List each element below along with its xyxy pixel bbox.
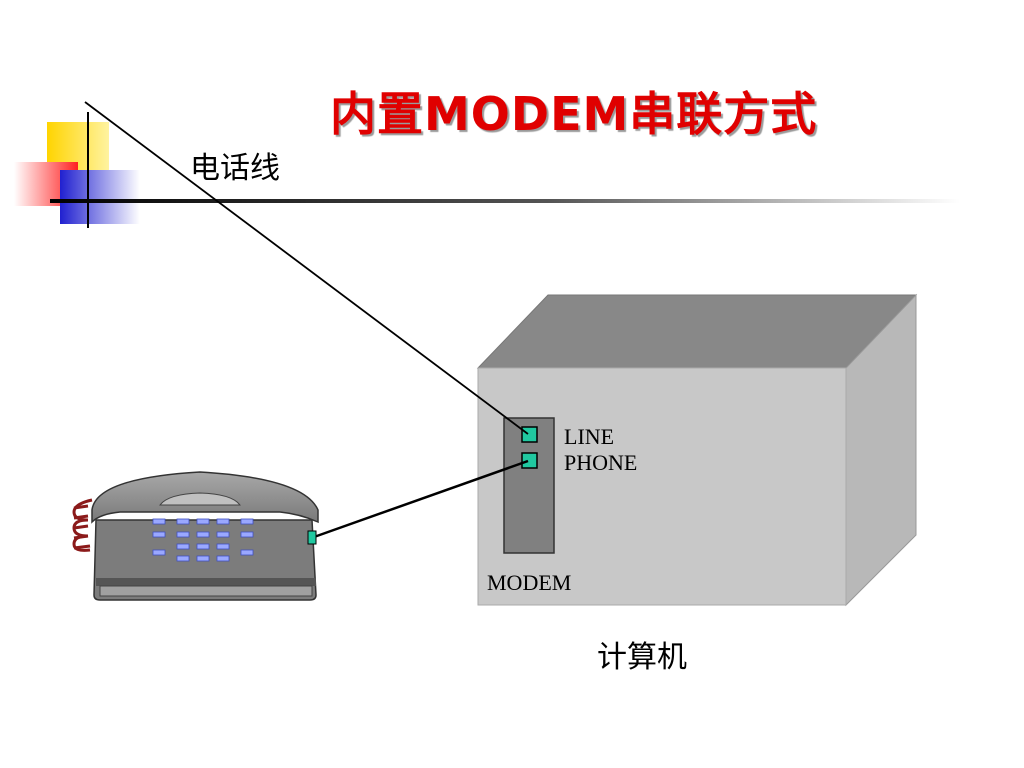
phone-line-cable	[84, 101, 529, 435]
telephone-icon	[72, 471, 319, 601]
phone-to-modem-cable	[313, 459, 529, 539]
phone-line-label: 电话线	[190, 151, 280, 186]
title-underline	[50, 199, 960, 203]
corner-decoration-icon	[14, 112, 140, 228]
phone-port-label: PHONE	[564, 450, 638, 475]
slide-title: 内置MODEM串联方式	[330, 87, 818, 141]
phone-port	[521, 452, 538, 469]
line-port	[521, 426, 538, 443]
modem-label: MODEM	[487, 570, 572, 595]
line-port-label: LINE	[564, 424, 615, 449]
computer-label: 计算机	[597, 640, 687, 675]
